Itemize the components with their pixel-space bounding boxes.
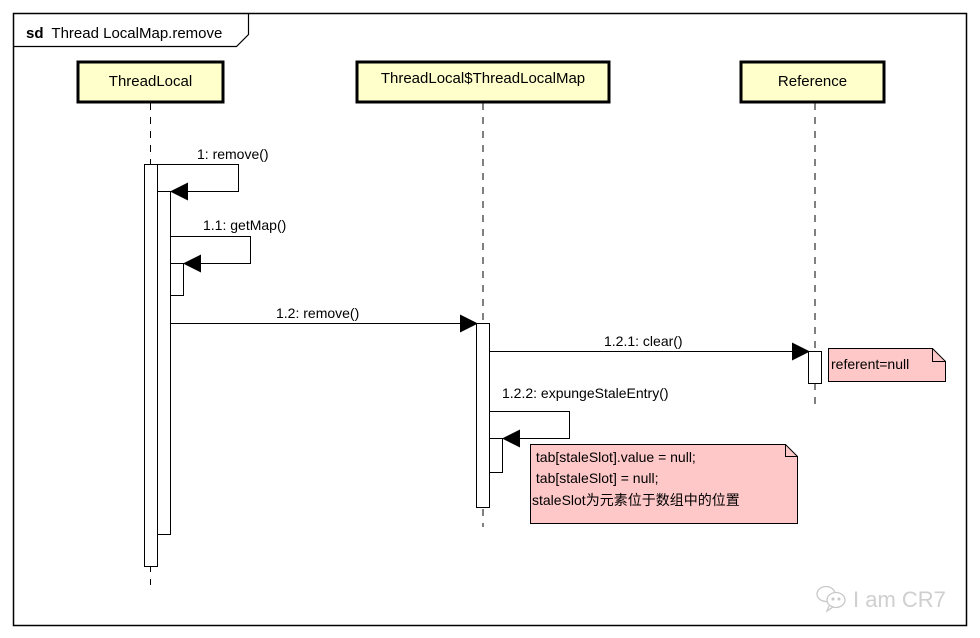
- message-1-2-2-expungestaleentry[interactable]: 1.2.2: expungeStaleEntry(): [489, 385, 669, 448]
- message-1-remove[interactable]: 1: remove(): [157, 146, 269, 201]
- message-label: 1.2.2: expungeStaleEntry(): [502, 385, 669, 401]
- lifeline-name: ThreadLocal$ThreadLocalMap: [381, 70, 585, 87]
- frame-keyword: sd: [26, 25, 44, 42]
- message-1-2-1-clear[interactable]: 1.2.1: clear(): [489, 333, 810, 361]
- message-1-1-getmap[interactable]: 1.1: getMap(): [170, 217, 287, 273]
- message-label: 1.2: remove(): [276, 305, 359, 321]
- activation-reference-clear: [808, 351, 822, 384]
- message-label: 1.2.1: clear(): [604, 333, 683, 349]
- lifeline-threadlocalmap[interactable]: ThreadLocal$ThreadLocalMap: [355, 60, 611, 527]
- note-line-1: tab[staleSlot].value = null;: [532, 449, 696, 465]
- lifeline-reference[interactable]: Reference: [739, 60, 886, 405]
- message-1-2-remove[interactable]: 1.2: remove(): [170, 305, 478, 333]
- lifeline-name: Reference: [778, 73, 847, 90]
- activation-map-expunge: [489, 438, 503, 473]
- activation-threadlocal-outer: [144, 164, 158, 567]
- note-line-2: tab[staleSlot] = null;: [532, 470, 658, 486]
- message-arrow[interactable]: [489, 411, 570, 448]
- lifeline-name: ThreadLocal: [109, 73, 192, 90]
- activation-map-remove: [476, 323, 490, 508]
- wechat-icon: [816, 585, 846, 613]
- note-line-3: staleSlot为元素位于数组中的位置: [532, 492, 740, 508]
- message-arrow[interactable]: [157, 164, 239, 201]
- lifeline-head[interactable]: [355, 60, 611, 104]
- note-body[interactable]: [530, 444, 798, 524]
- watermark: I am CR7: [816, 585, 946, 613]
- frame-title-text: Thread LocalMap.remove: [51, 25, 222, 42]
- activation-threadlocal-remove: [157, 191, 171, 535]
- note-fold: [785, 444, 798, 457]
- note-fold: [932, 348, 946, 362]
- activation-threadlocal-getmap: [170, 263, 184, 296]
- note-body[interactable]: [828, 348, 946, 382]
- note-stale-slot[interactable]: tab[staleSlot].value = null; tab[staleSl…: [530, 444, 798, 524]
- watermark-text: I am CR7: [853, 587, 946, 612]
- frame-title: sd Thread LocalMap.remove: [26, 25, 222, 42]
- message-arrow[interactable]: [170, 236, 251, 273]
- message-label: 1: remove(): [197, 146, 269, 162]
- lifeline-head[interactable]: [76, 60, 225, 104]
- lifeline-head[interactable]: [739, 60, 886, 104]
- frame: [12, 12, 968, 627]
- note-text: referent=null: [831, 356, 909, 372]
- message-label: 1.1: getMap(): [203, 217, 286, 233]
- frame-title-tab: [13, 13, 250, 48]
- note-referent[interactable]: referent=null: [828, 348, 946, 382]
